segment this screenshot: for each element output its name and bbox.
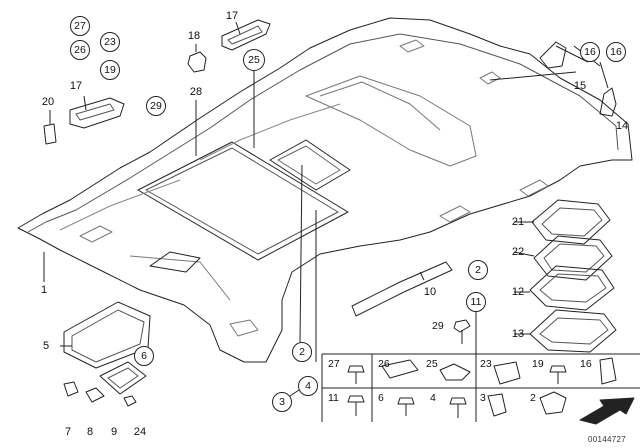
grid-label-26: 26 xyxy=(378,358,390,370)
label-18: 18 xyxy=(187,30,201,42)
part-21 xyxy=(531,199,611,245)
grid-label-27: 27 xyxy=(328,358,340,370)
callout-6: 6 xyxy=(134,346,154,366)
label-5: 5 xyxy=(42,340,50,352)
callout-29: 29 xyxy=(146,96,166,116)
callout-25: 25 xyxy=(243,49,265,71)
part-18 xyxy=(187,51,207,73)
grid-label-2: 2 xyxy=(530,392,536,404)
grid-label-25: 25 xyxy=(426,358,438,370)
grid-label-11: 11 xyxy=(328,392,339,404)
label-15: 15 xyxy=(573,80,587,92)
part-17-top xyxy=(221,19,271,51)
label-20: 20 xyxy=(41,96,55,108)
label-14: 14 xyxy=(615,120,629,132)
label-9: 9 xyxy=(110,426,118,438)
document-number: 00144727 xyxy=(588,435,626,444)
part-8 xyxy=(85,387,105,403)
part-12 xyxy=(529,265,615,311)
callout-16-a: 16 xyxy=(580,42,600,62)
callout-4: 4 xyxy=(298,376,318,396)
callout-19: 19 xyxy=(100,60,120,80)
part-7 xyxy=(63,381,79,397)
label-1: 1 xyxy=(40,284,48,296)
callout-3: 3 xyxy=(272,392,292,412)
grid-label-4: 4 xyxy=(430,392,436,404)
part-15 xyxy=(539,41,567,69)
label-8: 8 xyxy=(86,426,94,438)
callout-26: 26 xyxy=(70,40,90,60)
label-17-left: 17 xyxy=(69,80,83,92)
part-10 xyxy=(351,261,453,317)
hardware-grid-lines xyxy=(321,342,640,422)
part-13 xyxy=(529,309,617,353)
label-24: 24 xyxy=(133,426,147,438)
grid-label-16: 16 xyxy=(580,358,592,370)
part-22 xyxy=(533,235,613,281)
callout-16-b: 16 xyxy=(606,42,626,62)
part-20 xyxy=(43,123,57,145)
label-22: 22 xyxy=(511,246,525,258)
part-24 xyxy=(99,361,147,395)
callout-2-a: 2 xyxy=(292,342,312,362)
callout-11: 11 xyxy=(466,292,486,312)
label-10: 10 xyxy=(423,286,437,298)
label-13: 13 xyxy=(511,328,525,340)
arrow-icon xyxy=(579,397,635,425)
callout-27: 27 xyxy=(70,16,90,36)
label-28: 28 xyxy=(189,86,203,98)
sunroof-opening xyxy=(137,141,349,261)
part-14 xyxy=(599,87,617,117)
label-21: 21 xyxy=(511,216,525,228)
part-17-left xyxy=(69,97,125,129)
label-17-top: 17 xyxy=(225,10,239,22)
grid-label-23: 23 xyxy=(480,358,492,370)
label-7: 7 xyxy=(64,426,72,438)
grid-label-6: 6 xyxy=(378,392,384,404)
part-9 xyxy=(123,395,137,407)
label-12: 12 xyxy=(511,286,525,298)
headliner-outline xyxy=(17,17,633,363)
callout-2-b: 2 xyxy=(468,260,488,280)
grid-label-29: 29 xyxy=(432,320,444,332)
grid-label-19: 19 xyxy=(532,358,544,370)
grid-label-3: 3 xyxy=(480,392,486,404)
callout-23: 23 xyxy=(100,32,120,52)
